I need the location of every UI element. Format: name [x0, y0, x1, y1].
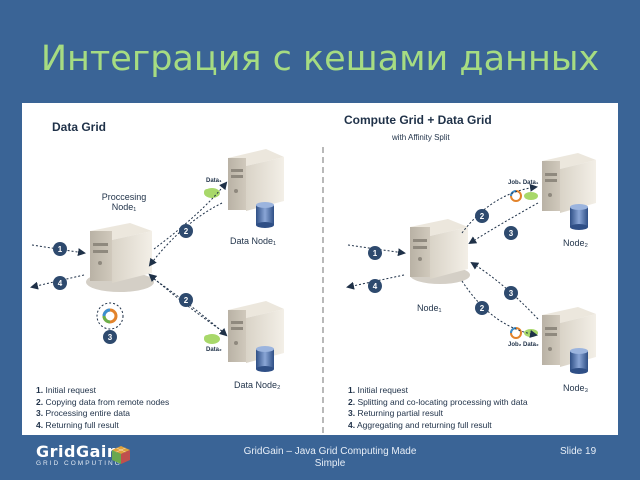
data1-blob-icon: [204, 188, 220, 198]
data-grid-steps: 1. Initial request 2. Copying data from …: [36, 385, 169, 431]
svg-text:1: 1: [373, 249, 378, 258]
node3-label: Node₃: [563, 383, 589, 393]
diagram-panel: 1 4 2 2 3 1 4 2 3 3 2 Data Grid Proccesi…: [22, 103, 618, 435]
step-item: 3. Processing entire data: [36, 408, 131, 418]
gridgain-logo: GridGain GRID COMPUTING: [36, 442, 122, 467]
step-item: 2. Splitting and co-locating processing …: [348, 396, 528, 407]
svg-text:3: 3: [509, 229, 514, 238]
badge-step3: 3: [103, 330, 117, 344]
badge-step4: 4: [53, 276, 67, 290]
footer-center-text: GridGain – Java Grid Computing Made Simp…: [243, 446, 417, 469]
step-item: 1. Initial request: [348, 385, 409, 395]
right-arrow-to-node2: [461, 183, 538, 234]
data-node1-server-icon: [228, 149, 284, 211]
job1-data1-icon: [510, 190, 538, 202]
right-arrow-from-node2: [468, 202, 539, 245]
data-node2-server-icon: [228, 301, 284, 363]
svg-text:2: 2: [480, 304, 485, 313]
badge-step2: 2: [179, 224, 193, 238]
job2-data2-icon: [510, 327, 538, 339]
data1-tag: Data₁: [206, 178, 222, 184]
svg-text:3: 3: [509, 289, 514, 298]
logo-cube-icon: [112, 446, 130, 464]
svg-text:2: 2: [184, 296, 189, 305]
data-grid-header: Data Grid: [52, 120, 107, 134]
badge-step2: 2: [475, 209, 489, 223]
job2-data2-tag: Job₂ Data₂: [508, 342, 539, 348]
svg-text:3: 3: [108, 333, 113, 342]
svg-text:1: 1: [58, 245, 63, 254]
processing-node-label: Proccesing Node₁: [101, 192, 147, 212]
badge-step1: 1: [368, 246, 382, 260]
panel-divider: [322, 147, 324, 433]
badge-step3: 3: [504, 286, 518, 300]
node1-server-icon: [410, 219, 468, 279]
badge-step2: 2: [179, 293, 193, 307]
compute-grid-steps: 1. Initial request 2. Splitting and co-l…: [348, 385, 528, 431]
slide-number: Slide 19: [560, 446, 597, 457]
svg-text:2: 2: [480, 212, 485, 221]
data-node2-label: Data Node₂: [234, 380, 281, 390]
step-item: 4. Aggregating and returning full result: [348, 419, 492, 430]
right-arrow-from-node3: [470, 261, 539, 320]
left-arrow-from-node2: [148, 273, 223, 332]
badge-step4: 4: [368, 279, 382, 293]
compute-data-grid-header: Compute Grid + Data Grid: [344, 113, 492, 127]
left-arrow-to-node1: [153, 181, 228, 250]
data-node1-label: Data Node₁: [230, 236, 277, 246]
left-arrow-out: [30, 274, 85, 290]
slide-title: Интеграция с кешами данных: [40, 39, 600, 79]
diagram-graphics: 1 4 2 2 3 1 4 2 3 3 2: [30, 149, 596, 374]
data-node1-database-icon: [256, 202, 274, 228]
step-item: 3. Returning partial result: [348, 408, 443, 418]
badge-step3: 3: [504, 226, 518, 240]
node3-database-icon: [570, 348, 588, 374]
svg-text:4: 4: [373, 282, 378, 291]
badge-step2: 2: [475, 301, 489, 315]
step-item: 4. Returning full result: [36, 419, 119, 430]
data2-blob-icon: [204, 334, 220, 344]
processing-cycle-icon: [96, 302, 124, 330]
svg-text:2: 2: [184, 227, 189, 236]
job1-data1-tag: Job₁ Data₁: [508, 180, 539, 186]
node2-server-icon: [542, 153, 596, 213]
data2-tag: Data₂: [206, 347, 222, 353]
right-arrow-to-node3: [461, 280, 538, 338]
node2-label: Node₂: [563, 238, 589, 248]
step-item: 2. Copying data from remote nodes: [36, 396, 170, 407]
node1-label: Node₁: [417, 303, 442, 313]
left-arrow-in: [31, 244, 86, 257]
affinity-split-subheader: with Affinity Split: [392, 133, 450, 142]
badge-step1: 1: [53, 242, 67, 256]
step-item: 1. Initial request: [36, 385, 97, 395]
data-node2-database-icon: [256, 346, 274, 372]
node2-database-icon: [570, 204, 588, 230]
processing-node-server-icon: [90, 223, 152, 283]
svg-text:4: 4: [58, 279, 63, 288]
left-arrow-to-node2: [153, 278, 228, 337]
